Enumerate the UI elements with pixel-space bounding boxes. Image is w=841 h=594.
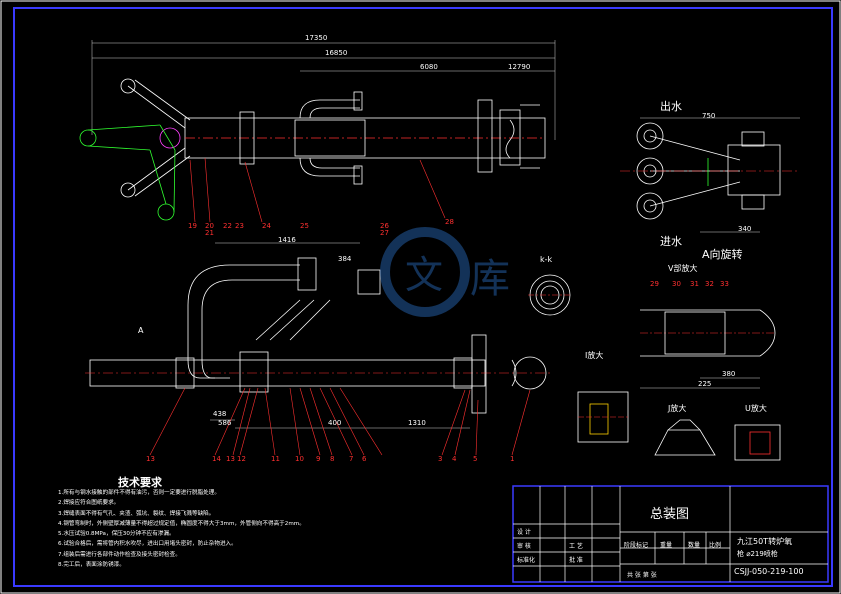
- dim-438: 438: [213, 410, 227, 418]
- view-v-label: V部放大: [668, 264, 698, 273]
- note-item: 6.试验合格后，需将管内积水吹尽，进出口用堵头密封，防止杂物进入。: [58, 541, 237, 548]
- balloon-bottom: 1: [510, 455, 515, 463]
- process-label: 工 艺: [569, 543, 583, 550]
- balloon-bottom: 7: [349, 455, 354, 463]
- dim-750: 750: [702, 112, 716, 120]
- balloon-top: 25: [300, 222, 309, 230]
- balloon-top: 26: [380, 222, 389, 230]
- checker-label: 审 核: [517, 543, 531, 550]
- quantity-label: 数量: [688, 542, 701, 549]
- dim-384: 384: [338, 255, 352, 263]
- scale-label: 比例: [709, 542, 722, 549]
- detail-u-label: U放大: [745, 404, 767, 413]
- dim-340: 340: [738, 225, 752, 233]
- section-kk-label: k-k: [540, 255, 553, 264]
- balloon-top: 20: [205, 222, 214, 230]
- dim-1416: 1416: [278, 236, 296, 244]
- out-water-label: 出水: [660, 100, 682, 113]
- dim-380: 380: [722, 370, 736, 378]
- main-section-view: [85, 242, 550, 456]
- dim-400: 400: [328, 419, 342, 427]
- v-enlarged-view: [640, 309, 776, 389]
- drawing-number: CSJJ-050-219-100: [734, 567, 804, 576]
- dim-1310: 1310: [408, 419, 426, 427]
- note-item: 1.所有与钢水接触的部件不得有油污，否则一定要进行脱脂处理。: [58, 490, 220, 496]
- technical-notes: 1.所有与钢水接触的部件不得有油污，否则一定要进行脱脂处理。 2.焊接应符合图纸…: [58, 488, 305, 570]
- top-view: [79, 40, 556, 223]
- balloon-v: 32: [705, 280, 714, 288]
- balloon-bottom: 13: [226, 455, 235, 463]
- balloon-bottom: 11: [271, 455, 280, 463]
- balloon-bottom: 5: [473, 455, 478, 463]
- note-item: 8.完工后，表面涂防锈漆。: [58, 562, 125, 569]
- detail-u: [734, 424, 781, 461]
- balloon-top: 23: [235, 222, 244, 230]
- svg-text:文: 文: [405, 253, 443, 297]
- detail-i: [577, 391, 629, 443]
- balloon-bottom: 3: [438, 455, 443, 463]
- project-name: 九江50T转炉氧: [737, 537, 793, 546]
- balloon-top: 22: [223, 222, 232, 230]
- dim-225: 225: [698, 380, 712, 388]
- balloon-top: 24: [262, 222, 271, 230]
- balloon-top: 21: [205, 229, 214, 237]
- balloon-bottom: 14: [212, 455, 221, 463]
- note-item: 4.钢管弯制时，外侧壁厚减薄量不得超过规定值，椭圆度不得大于3mm，外管侧向不得…: [58, 520, 305, 527]
- notes-title: 技术要求: [118, 476, 162, 489]
- view-a-rotated-label: A向旋转: [702, 248, 743, 261]
- watermark-logo: 文 库: [380, 227, 510, 317]
- stage-mark: 阶段标记: [624, 542, 649, 549]
- drawing-name: 总装图: [650, 507, 690, 522]
- balloon-v: 33: [720, 280, 729, 288]
- weight-label: 重量: [660, 542, 673, 549]
- dim-b: 12790: [508, 63, 531, 71]
- balloon-bottom: 6: [362, 455, 367, 463]
- svg-text:库: 库: [470, 256, 510, 302]
- balloon-bottom: 12: [237, 455, 246, 463]
- designer-label: 设 计: [517, 529, 531, 536]
- note-item: 5.水压试验0.8MPa，保压30分钟不应有渗漏。: [58, 531, 175, 538]
- note-item: 2.焊接应符合图纸要求。: [58, 500, 120, 507]
- a-rotated-view: [620, 117, 800, 233]
- approve-label: 批 准: [569, 557, 583, 564]
- balloon-top: 19: [188, 222, 197, 230]
- balloon-bottom: 8: [330, 455, 335, 463]
- balloon-bottom: 13: [146, 455, 155, 463]
- balloon-bottom: 9: [316, 455, 321, 463]
- balloon-v: 29: [650, 280, 659, 288]
- note-item: 3.焊缝表面不得有气孔、夹渣、弧坑、裂纹、焊接飞溅等缺陷。: [58, 510, 215, 517]
- balloon-bottom: 10: [295, 455, 304, 463]
- standard-label: 标准化: [517, 557, 536, 564]
- project-name-2: 枪 ⌀219喷枪: [737, 550, 778, 558]
- balloon-top: 27: [380, 229, 389, 237]
- detail-i-label: I放大: [585, 351, 604, 360]
- in-water-label: 进水: [660, 235, 682, 248]
- balloon-v: 30: [672, 280, 681, 288]
- detail-j: [654, 419, 716, 456]
- balloon-top: 28: [445, 218, 454, 226]
- kk-section: [528, 274, 572, 316]
- arrow-a-label: A: [138, 326, 144, 335]
- dim-a: 6080: [420, 63, 438, 71]
- balloon-v: 31: [690, 280, 699, 288]
- title-block: [512, 485, 829, 583]
- dim-second: 16850: [325, 49, 348, 57]
- sheet-label: 共 张 第 张: [627, 572, 657, 579]
- detail-j-label: J放大: [668, 404, 687, 413]
- dim-586: 586: [218, 419, 232, 427]
- note-item: 7.组装后需进行各部件动作检查及接头密封检查。: [58, 551, 181, 558]
- inner-border: [13, 7, 833, 587]
- balloon-bottom: 4: [452, 455, 457, 463]
- dim-overall: 17350: [305, 34, 328, 42]
